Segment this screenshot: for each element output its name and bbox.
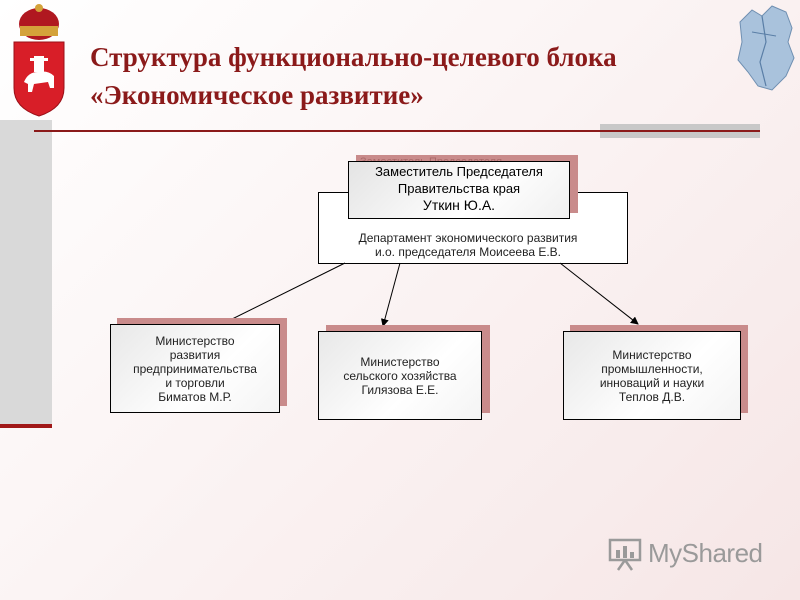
deputy-title-2: Правительства края <box>397 181 521 196</box>
department-name: Департамент экономического развития <box>358 231 578 245</box>
ministry-box-1: Министерство развития предпринимательств… <box>110 324 280 413</box>
page-title: Структура функционально-целевого блока «… <box>90 38 730 114</box>
title-line-2: «Экономическое развитие» <box>90 80 424 110</box>
ministry-box-2: Министерство сельского хозяйства Гилязов… <box>318 331 482 420</box>
ministry-1-line-4: и торговли <box>165 375 225 390</box>
ministry-2-line-2: сельского хозяйства <box>343 368 457 383</box>
department-head: и.о. председателя Моисеева Е.В. <box>374 245 562 259</box>
ministry-1-head: Биматов М.Р. <box>158 389 232 404</box>
left-accent-bar-red <box>0 424 52 428</box>
department-label: Департамент экономического развития и.о.… <box>320 231 616 259</box>
coat-of-arms-icon <box>13 4 65 117</box>
watermark-text: MyShared <box>648 538 763 568</box>
region-map-icon <box>737 5 795 91</box>
deputy-name: Уткин Ю.А. <box>422 197 496 213</box>
deputy-title: Заместитель Председателя <box>375 164 543 179</box>
ministry-1-line-3: предпринимательства <box>133 361 257 376</box>
arrow-to-ministry-3 <box>559 262 639 325</box>
ministry-1-line-1: Министерство <box>155 333 235 348</box>
ministry-1-line-2: развития <box>169 347 221 362</box>
ministry-3-head: Теплов Д.В. <box>618 389 686 404</box>
left-accent-bar <box>0 120 52 428</box>
ministry-2-line-1: Министерство <box>360 354 440 369</box>
title-line-1: Структура функционально-целевого блока <box>90 42 617 72</box>
ministry-3-line-2: промышленности, <box>601 361 703 376</box>
ministry-3-line-1: Министерство <box>612 347 692 362</box>
ministry-3-line-3: инноваций и науки <box>599 375 705 390</box>
arrow-to-ministry-2 <box>380 262 401 327</box>
header-rule <box>34 130 760 132</box>
arrow-to-ministry-1 <box>217 262 346 327</box>
presentation-chart-icon <box>608 538 642 571</box>
ministry-box-3: Министерство промышленности, инноваций и… <box>563 331 741 420</box>
deputy-box: Заместитель Председателя Правительства к… <box>348 161 570 219</box>
ministry-2-head: Гилязова Е.Е. <box>361 382 439 397</box>
